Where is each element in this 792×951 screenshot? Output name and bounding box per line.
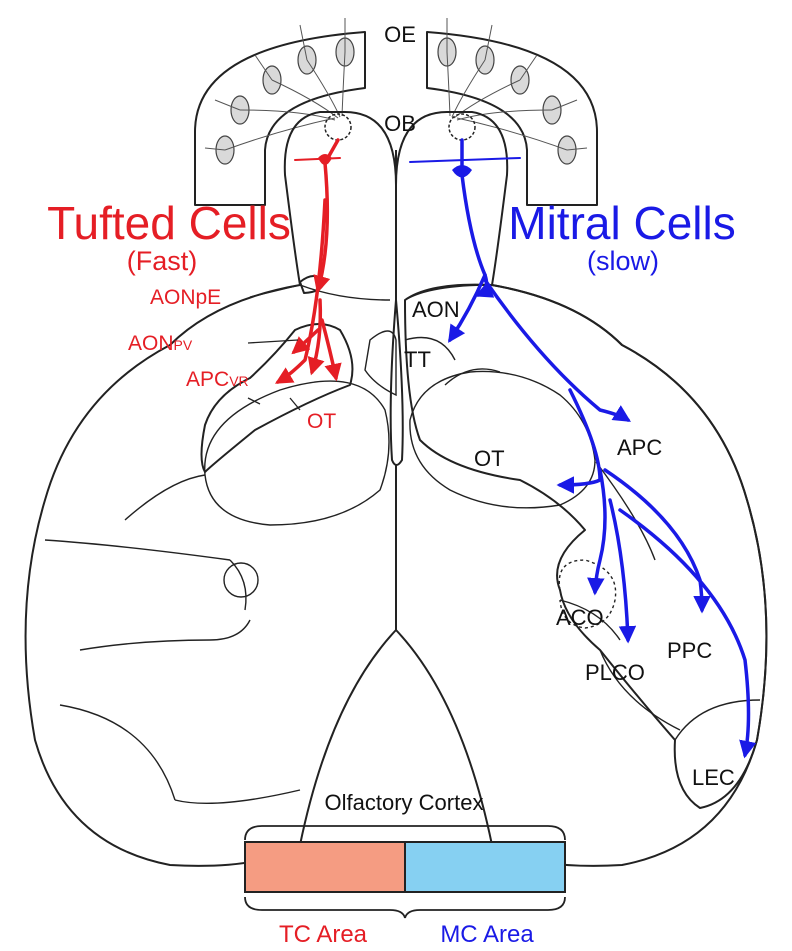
- label-plco: PLCO: [585, 660, 645, 685]
- legend-mc-area: MC Area: [440, 921, 534, 948]
- label-aonpe: AONpE: [150, 286, 221, 309]
- label-aonpv-main: AON: [128, 332, 174, 355]
- legend-tc-swatch: [245, 842, 405, 892]
- tufted-cells-title: Tufted Cells: [47, 197, 291, 249]
- label-lec: LEC: [692, 765, 735, 790]
- label-ot-left: OT: [307, 410, 336, 433]
- tufted-cells-speed: (Fast): [127, 246, 198, 276]
- label-aco: ACO: [556, 605, 604, 630]
- legend-mc-swatch: [405, 842, 565, 892]
- label-tt: TT: [404, 347, 431, 372]
- legend-title: Olfactory Cortex: [325, 790, 484, 815]
- tufted-cell-pathway: [278, 140, 340, 382]
- legend-mc-bracket: [405, 897, 565, 918]
- label-oe: OE: [384, 22, 416, 47]
- label-aonpv-sub: PV: [174, 337, 193, 353]
- olfactory-cortex-legend: Olfactory Cortex TC Area MC Area: [245, 790, 565, 948]
- label-apc: APC: [617, 435, 662, 460]
- glomerulus-right: [449, 114, 475, 140]
- legend-top-bracket: [245, 826, 565, 840]
- mc-area-region: [405, 285, 766, 808]
- mitral-cells-speed: (slow): [587, 246, 659, 276]
- label-aon-right: AON: [412, 297, 460, 322]
- mitral-cell-body: [452, 165, 472, 178]
- label-apcvr-sub: VR: [229, 373, 248, 389]
- mitral-cells-title: Mitral Cells: [508, 197, 735, 249]
- legend-tc-area: TC Area: [279, 921, 368, 948]
- label-apcvr-main: APC: [186, 368, 229, 391]
- label-ppc: PPC: [667, 638, 712, 663]
- label-aonpv: AONPV: [128, 332, 193, 355]
- label-ob: OB: [384, 111, 416, 136]
- label-ot-right: OT: [474, 446, 505, 471]
- label-apcvr: APCVR: [186, 368, 249, 391]
- label-pointer-lines: [248, 285, 300, 410]
- legend-tc-bracket: [245, 897, 405, 918]
